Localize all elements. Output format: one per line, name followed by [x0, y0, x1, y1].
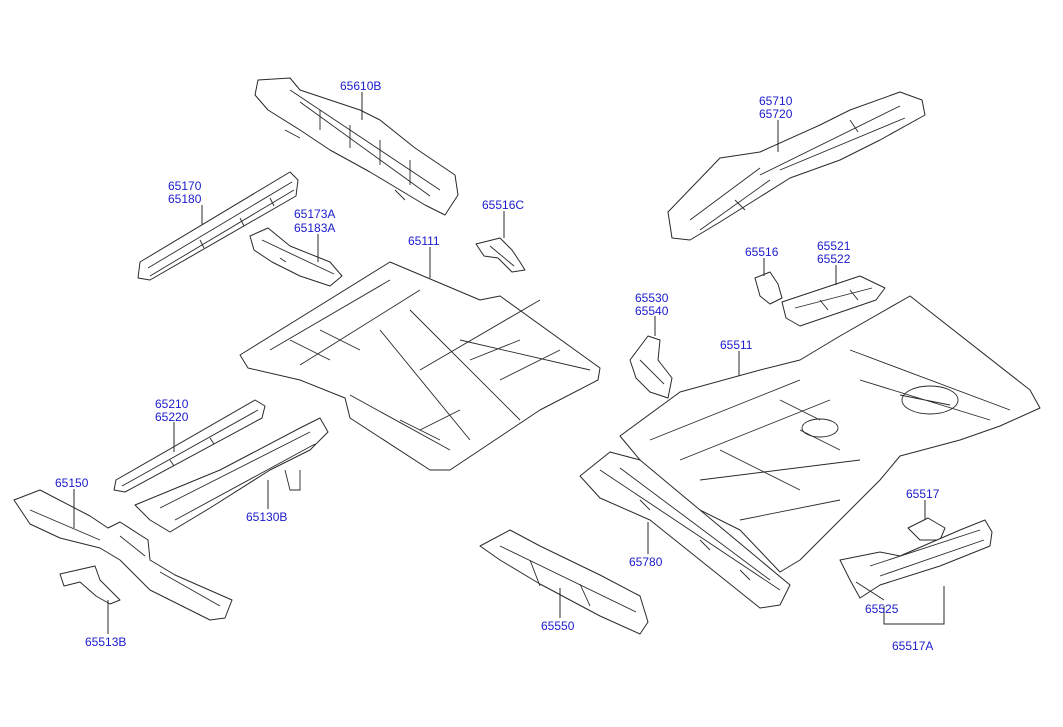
part-65550[interactable] [479, 529, 649, 635]
part-65111[interactable] [239, 261, 601, 471]
label-65521[interactable]: 65521 [817, 239, 851, 253]
label-65173A[interactable]: 65173A [294, 207, 335, 221]
part-65150[interactable] [13, 489, 233, 621]
part-65516[interactable] [754, 271, 783, 305]
part-65516C[interactable] [475, 237, 526, 273]
part-65521[interactable] [781, 275, 886, 327]
label-65513B[interactable]: 65513B [85, 635, 126, 649]
leader-65525 [855, 581, 885, 601]
label-65516[interactable]: 65516 [745, 245, 779, 259]
label-65150[interactable]: 65150 [55, 476, 89, 490]
label-65720[interactable]: 65720 [759, 107, 793, 121]
part-65513B[interactable] [59, 565, 121, 605]
part-65173A[interactable] [249, 227, 343, 287]
label-65511[interactable]: 65511 [720, 338, 753, 352]
label-65780[interactable]: 65780 [629, 555, 663, 569]
label-65111[interactable]: 65111 [408, 234, 440, 248]
part-65530[interactable] [629, 335, 673, 399]
part-labels: 65610B 65170 65180 65173A 65183A 65516C … [55, 79, 940, 653]
label-65522[interactable]: 65522 [817, 252, 851, 266]
label-65525[interactable]: 65525 [865, 602, 899, 616]
label-65550[interactable]: 65550 [541, 619, 575, 633]
label-65710[interactable]: 65710 [759, 94, 793, 108]
label-65517A[interactable]: 65517A [892, 639, 933, 653]
part-65210[interactable] [113, 399, 266, 493]
part-65511[interactable] [619, 295, 1041, 573]
label-65610B[interactable]: 65610B [340, 79, 381, 93]
label-65516C[interactable]: 65516C [482, 198, 524, 212]
label-65130B[interactable]: 65130B [246, 510, 287, 524]
label-65540[interactable]: 65540 [635, 304, 669, 318]
label-65530[interactable]: 65530 [635, 291, 669, 305]
part-65130B[interactable] [134, 417, 329, 533]
part-65710[interactable] [667, 91, 926, 241]
leader-lines [73, 92, 945, 634]
label-65180[interactable]: 65180 [168, 192, 202, 206]
label-65170[interactable]: 65170 [168, 179, 202, 193]
part-65170[interactable] [137, 171, 299, 281]
label-65220[interactable]: 65220 [155, 410, 189, 424]
part-65610B[interactable] [254, 77, 459, 216]
part-65780[interactable] [579, 451, 791, 609]
label-65210[interactable]: 65210 [155, 397, 189, 411]
part-65517[interactable] [907, 517, 946, 541]
label-65183A[interactable]: 65183A [294, 221, 335, 235]
part-65525[interactable] [839, 519, 993, 599]
leader-65517A [883, 586, 945, 625]
label-65517[interactable]: 65517 [906, 487, 940, 501]
